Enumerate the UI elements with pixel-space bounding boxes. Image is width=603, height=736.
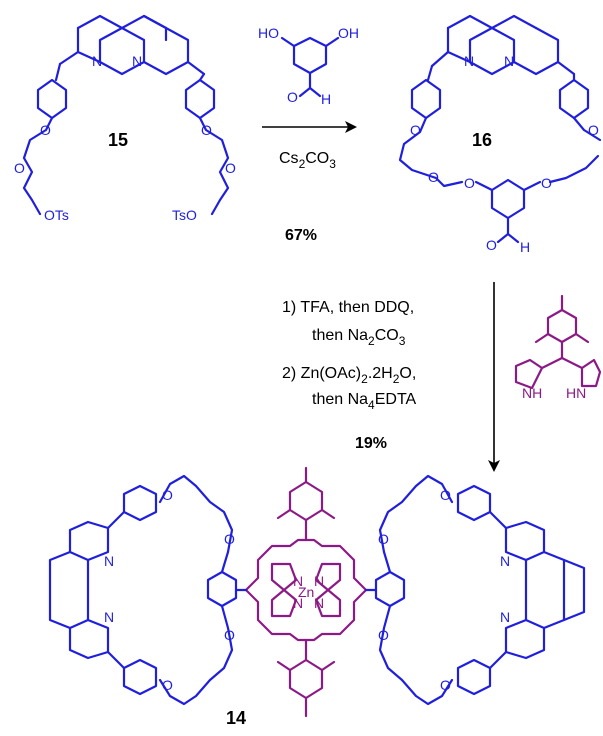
atom-n: N — [104, 553, 114, 569]
atom-o: O — [224, 627, 235, 643]
base-subscript: 3 — [329, 157, 336, 171]
subscript: 2 — [393, 372, 400, 386]
atom-o: O — [378, 531, 389, 547]
atom-n: N — [293, 573, 303, 589]
atom-o: O — [588, 122, 599, 138]
atom-ots: OTs — [44, 207, 69, 223]
step2-yield: 19% — [355, 435, 387, 452]
atom-n: N — [104, 609, 114, 625]
atom-n: N — [132, 53, 142, 69]
compound-14-structure: N N N N Zn N N O O O O — [48, 466, 586, 728]
atom-o: O — [410, 122, 421, 138]
atom-n: N — [500, 553, 510, 569]
compound-16-structure: N N O O O O O O H 16 — [398, 14, 602, 255]
step2-line3-tail: .2H — [368, 365, 393, 382]
atom-o: O — [225, 160, 236, 176]
step2-line1: 1) TFA, then DDQ, — [282, 299, 414, 316]
compound-label-16: 16 — [472, 130, 492, 150]
subscript: 2 — [361, 372, 368, 386]
step2-line2: then Na — [312, 327, 368, 344]
atom-o: O — [541, 175, 552, 191]
dipyrromethane-reagent: NH HN — [514, 294, 602, 401]
atom-n: N — [500, 609, 510, 625]
step1-conditions: Cs2CO3 67% — [279, 150, 336, 244]
atom-o: O — [486, 237, 497, 253]
step2-conditions: 1) TFA, then DDQ, then Na2CO3 2) Zn(OAc)… — [282, 299, 417, 452]
svg-text:2) Zn(OAc)2.2H2O,: 2) Zn(OAc)2.2H2O, — [282, 365, 416, 386]
atom-o: O — [162, 487, 173, 503]
atom-o: O — [378, 627, 389, 643]
compound-label-15: 15 — [108, 130, 128, 150]
atom-o: O — [287, 89, 298, 105]
atom-o: O — [440, 677, 451, 693]
step2-line4: then Na — [312, 391, 368, 408]
atom-n: N — [504, 53, 514, 69]
step2-line3-end: O, — [399, 365, 416, 382]
atom-o: O — [440, 487, 451, 503]
atom-o: O — [464, 175, 475, 191]
atom-o: O — [14, 160, 25, 176]
subscript: 4 — [368, 398, 375, 412]
atom-h: H — [321, 91, 331, 107]
compound-15-structure: N N O O O O OTs TsO 15 — [14, 14, 236, 223]
step2-line4-tail: EDTA — [375, 391, 417, 408]
atom-oh: OH — [338, 25, 359, 41]
atom-h: H — [520, 239, 530, 255]
svg-text:then Na4EDTA: then Na4EDTA — [312, 391, 417, 412]
atom-o: O — [224, 531, 235, 547]
subscript: 2 — [368, 334, 375, 348]
atom-ho: HO — [258, 25, 279, 41]
atom-o: O — [201, 122, 212, 138]
atom-o: O — [162, 677, 173, 693]
atom-zn: Zn — [298, 584, 314, 600]
atom-n: N — [314, 595, 324, 611]
atom-hn: HN — [566, 385, 586, 401]
step2-line2-tail: CO — [375, 327, 399, 344]
svg-text:Cs2CO3: Cs2CO3 — [279, 150, 336, 171]
step2-line3: 2) Zn(OAc) — [282, 365, 361, 382]
atom-n: N — [314, 573, 324, 589]
atom-o: O — [40, 122, 51, 138]
atom-n: N — [92, 53, 102, 69]
atom-nh: NH — [522, 385, 542, 401]
atom-n: N — [464, 53, 474, 69]
svg-text:then Na2CO3: then Na2CO3 — [312, 327, 406, 348]
step1-yield: 67% — [285, 227, 317, 244]
base-text: Cs — [279, 150, 299, 167]
compound-label-14: 14 — [226, 708, 246, 728]
base-subscript: 2 — [299, 157, 306, 171]
base-text: CO — [305, 150, 329, 167]
atom-tso: TsO — [172, 207, 197, 223]
atom-o: O — [428, 169, 439, 185]
atom-n: N — [293, 595, 303, 611]
aldehyde-reagent: HO OH O H — [258, 25, 359, 107]
subscript: 3 — [399, 334, 406, 348]
